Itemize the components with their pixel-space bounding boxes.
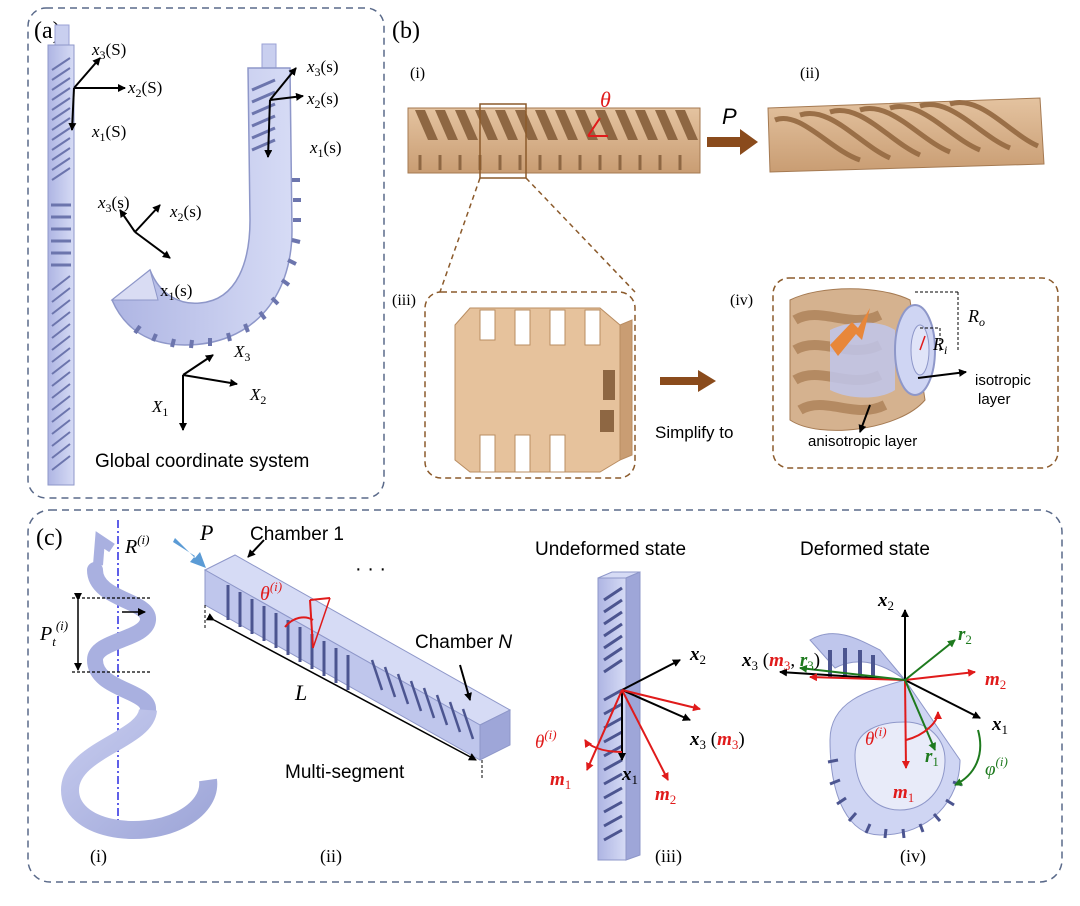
theta-label-b: θ [600, 87, 611, 112]
label-x3-s-right: x3(s) [306, 57, 339, 79]
simplify-arrow [660, 370, 716, 392]
global-coordinate-caption: Global coordinate system [95, 451, 309, 472]
def-x1-label: x1 [991, 714, 1008, 737]
straight-actuator-illustration [47, 24, 75, 486]
panel-c-label: (c) [36, 525, 63, 551]
def-x2-label: x2 [877, 590, 894, 613]
und-x2-label: x2 [689, 644, 706, 667]
panel-c-sub-iv: (iv) [900, 846, 926, 867]
deformed-actuator [779, 609, 982, 839]
frame-top [68, 57, 126, 131]
und-m2-label: m2 [655, 784, 676, 807]
panel-b-sub-ii: (ii) [800, 65, 820, 82]
R-i-label-c: R(i) [124, 532, 150, 558]
zoom-lines [439, 177, 636, 293]
def-x3-label: x3 (m3, r3) [741, 650, 820, 673]
def-r2-label: r2 [958, 624, 972, 647]
anisotropic-label: anisotropic layer [808, 433, 917, 450]
panel-b-label: (b) [392, 18, 420, 44]
panel-b: (b) (i) (ii) [392, 18, 1059, 479]
panel-b-iii-frame [424, 291, 636, 479]
undeformed-actuator [584, 571, 701, 861]
panel-c-frame [27, 509, 1063, 883]
def-r1-label: r1 [925, 746, 939, 769]
bent-actuator-illustration [110, 43, 301, 349]
def-phi-label: φ(i) [985, 754, 1008, 780]
unit-cell-illustration [454, 307, 633, 473]
tan-actuator-straight [407, 103, 701, 179]
theta-i-label-c: θ(i) [260, 579, 282, 605]
frame-global [179, 354, 238, 431]
zoom-box [479, 103, 527, 179]
panel-b-sub-i: (i) [410, 65, 425, 82]
label-x1-s-right: x1(s) [309, 138, 342, 160]
und-theta-label: θ(i) [535, 727, 557, 753]
label-x3-S: x3(S) [91, 40, 126, 62]
isotropic-label-line2: layer [978, 391, 1011, 408]
und-x1-label: x1 [621, 764, 638, 787]
frame-mid [119, 204, 171, 259]
undeformed-title: Undeformed state [535, 539, 686, 560]
panel-b-sub-iv: (iv) [730, 292, 753, 309]
R-i-label: Ri [932, 334, 947, 357]
und-m1-label: m1 [550, 769, 571, 792]
simplify-label: Simplify to [655, 423, 733, 442]
frame-right [264, 67, 304, 158]
panel-a-frame [27, 7, 385, 499]
def-m2-label: m2 [985, 669, 1006, 692]
label-x2-s-right: x2(s) [306, 89, 339, 111]
def-m1-label: m1 [893, 782, 914, 805]
label-X2: X2 [249, 385, 266, 407]
label-x1-s-mid: x1(s) [160, 281, 192, 303]
label-X1: X1 [151, 397, 168, 419]
helix-ribbon [60, 520, 218, 839]
isotropic-label-line1: isotropic [975, 372, 1031, 389]
multi-segment-label: Multi-segment [285, 762, 405, 783]
und-x3-m3-label: x3 (m3) [689, 729, 745, 752]
panel-c: (c) R(i) Pt(i) [27, 509, 1063, 883]
def-theta-label: θ(i) [865, 724, 887, 750]
panel-b-sub-iii: (iii) [392, 292, 416, 309]
layered-tube-illustration [789, 288, 967, 433]
pressure-arrow-b [707, 129, 758, 155]
multi-segment-actuator [173, 538, 512, 780]
dots-label: · · · [355, 558, 386, 580]
label-x2-S: x2(S) [127, 78, 162, 100]
pressure-label-b: P [722, 104, 737, 129]
label-x1-S: x1(S) [91, 122, 126, 144]
label-x3-s-mid: x3(s) [97, 193, 130, 215]
chamber-N-label: Chamber N [415, 632, 512, 653]
label-X3: X3 [233, 342, 250, 364]
L-label: L [294, 680, 307, 705]
deformed-title: Deformed state [800, 539, 930, 560]
chamber-1-label: Chamber 1 [250, 524, 344, 545]
R-o-label: Ro [967, 306, 985, 329]
panel-c-sub-ii: (ii) [320, 846, 342, 867]
label-x2-s-mid: x2(s) [169, 202, 202, 224]
pressure-label-c: P [199, 520, 213, 545]
panel-c-sub-iii: (iii) [655, 846, 682, 867]
panel-c-sub-i: (i) [90, 846, 107, 867]
panel-a: (a) [27, 7, 385, 499]
P-t-label: Pt(i) [39, 618, 68, 649]
tan-actuator-twisted [767, 97, 1045, 173]
